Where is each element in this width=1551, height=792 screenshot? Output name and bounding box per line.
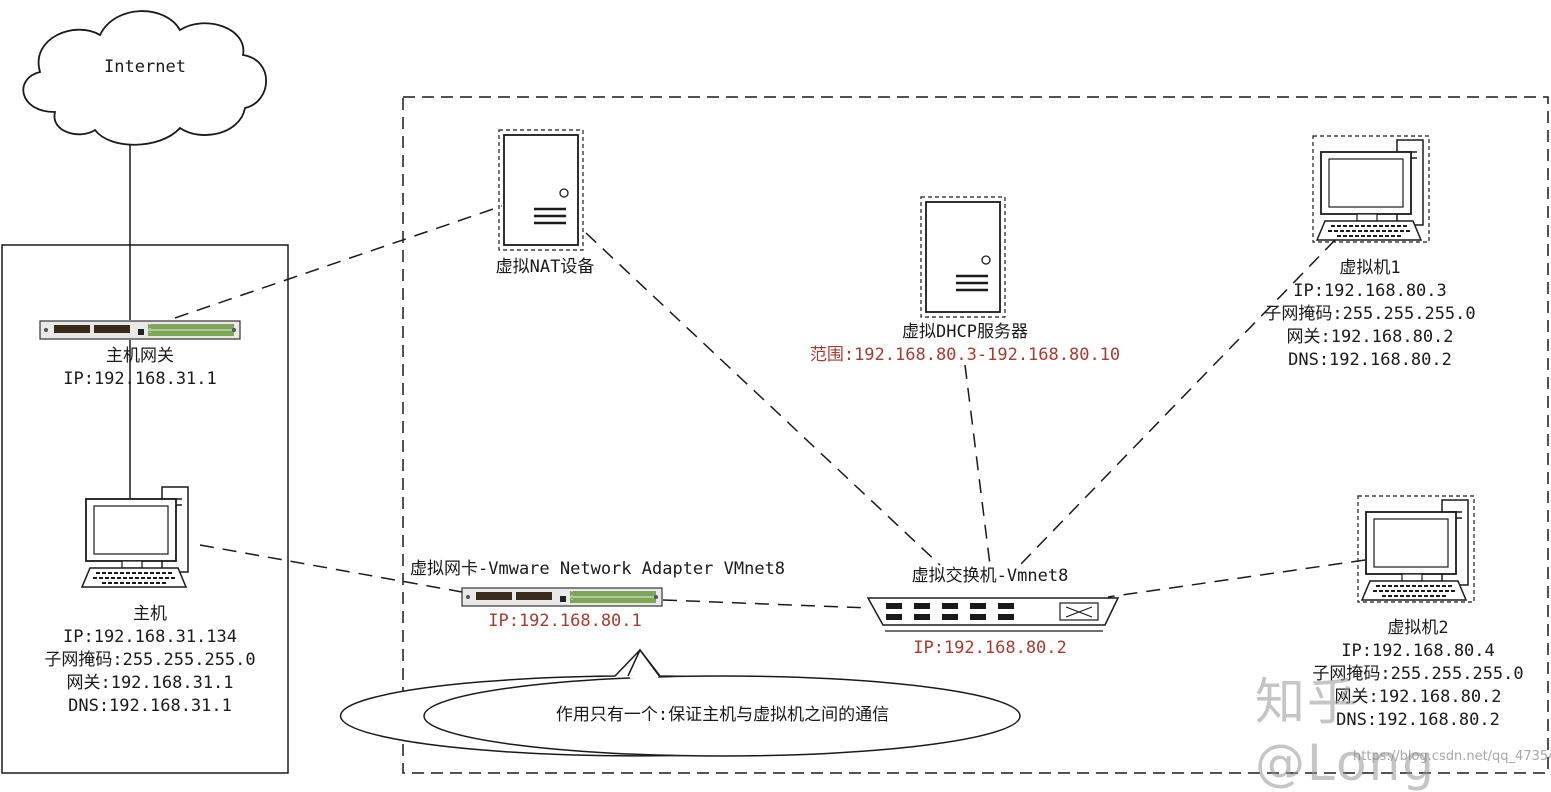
switch-ip: IP:192.168.80.2 [913,638,1067,658]
vm2-selection-outline [1357,495,1475,603]
link-gateway-nat [174,205,503,319]
dhcp-server-icon [924,200,1002,314]
link-vm2-switch [1107,559,1366,598]
dhcp-selection-outline [920,196,1006,318]
vm1-name: 虚拟机1 [1339,258,1401,278]
watermark-brand: 知乎 @Long [1255,673,1436,792]
host-boundary [1,244,289,774]
internet-label: Internet [104,57,186,77]
network-diagram [1,10,1549,774]
host-dns: DNS:192.168.31.1 [68,696,232,716]
dhcp-range: 范围:192.168.80.3-192.168.80.10 [809,345,1121,365]
cloud-icon [22,10,267,146]
vm2-name: 虚拟机2 [1387,618,1449,638]
host-mask: 子网掩码:255.255.255.0 [44,650,256,670]
nat-server-icon [502,133,580,247]
virtual-network-boundary [402,96,1549,774]
watermark-url: https://blog.csdn.net/qq_47354826 [1353,749,1551,764]
adapter-ip: IP:192.168.80.1 [488,611,642,631]
vm1-ip: IP:192.168.80.3 [1293,281,1447,301]
vm2-mask: 子网掩码:255.255.255.0 [1312,664,1524,684]
vm2-pc-icon [1361,499,1469,601]
note-text: 作用只有一个:保证主机与虚拟机之间的通信 [555,705,890,725]
dhcp-name: 虚拟DHCP服务器 [902,322,1028,342]
vm1-labels: 虚拟机1 IP:192.168.80.3 子网掩码:255.255.255.0 … [1240,257,1500,372]
vm1-pc-icon [1316,139,1424,241]
nat-selection-outline [498,129,584,251]
host-name: 主机 [133,604,167,624]
vm2-ip: IP:192.168.80.4 [1341,641,1495,661]
link-dhcp-switch [964,364,991,566]
host-gateway: 网关:192.168.31.1 [66,673,234,693]
vm1-selection-outline [1312,135,1430,243]
host-ip: IP:192.168.31.134 [63,627,237,647]
host-gateway-ip: IP:192.168.31.1 [63,369,217,389]
vm2-dns: DNS:192.168.80.2 [1336,710,1500,730]
link-nat-switch [585,232,941,566]
host-gateway-device-icon [39,320,241,340]
nat-label: 虚拟NAT设备 [495,257,595,277]
host-gateway-name: 主机网关 [106,346,174,366]
vm1-dns: DNS:192.168.80.2 [1288,350,1452,370]
switch-icon [866,597,1120,632]
dhcp-labels: 虚拟DHCP服务器 范围:192.168.80.3-192.168.80.10 [800,321,1130,367]
switch-name: 虚拟交换机-Vmnet8 [911,566,1069,586]
host-labels: 主机 IP:192.168.31.134 子网掩码:255.255.255.0 … [30,603,270,718]
link-vm1-switch [1019,239,1336,566]
adapter-name: 虚拟网卡-Vmware Network Adapter VMnet8 [410,559,786,579]
vm1-gateway: 网关:192.168.80.2 [1286,327,1454,347]
note-callout-ellipse [423,675,1021,757]
vm2-gateway: 网关:192.168.80.2 [1334,687,1502,707]
host-pc-icon [81,486,189,588]
host-gateway-labels: 主机网关 IP:192.168.31.1 [40,345,240,391]
adapter-device-icon [461,587,663,607]
link-adapter-switch [662,599,871,609]
vm2-labels: 虚拟机2 IP:192.168.80.4 子网掩码:255.255.255.0 … [1288,617,1548,732]
vm1-mask: 子网掩码:255.255.255.0 [1264,304,1476,324]
